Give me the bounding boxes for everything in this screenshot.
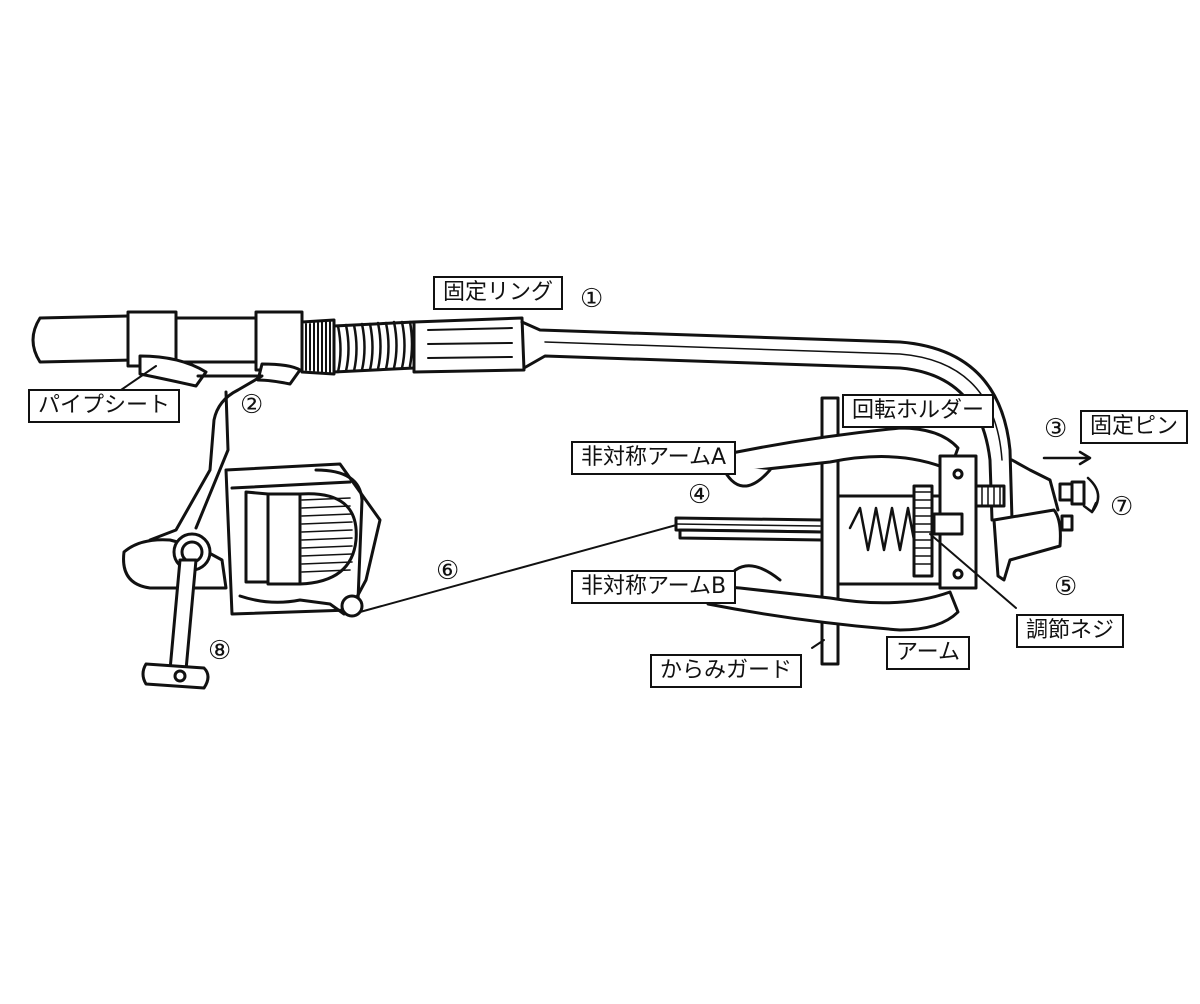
label-adjust-screw: 調節ネジ bbox=[1016, 614, 1125, 648]
marker-4: ④ bbox=[688, 480, 712, 510]
label-asym-arm-b: 非対称アームB bbox=[571, 570, 737, 604]
marker-3: ③ bbox=[1044, 414, 1068, 444]
spool-reel bbox=[224, 462, 382, 618]
fishing-line bbox=[359, 523, 681, 613]
label-asym-arm-a: 非対称アームA bbox=[571, 441, 737, 475]
leader-lines bbox=[117, 365, 1017, 649]
rod-handle bbox=[31, 310, 1014, 522]
label-tangle-guard: からみガード bbox=[650, 654, 803, 688]
marker-6: ⑥ bbox=[436, 556, 460, 586]
label-fixing-ring: 固定リング bbox=[433, 276, 564, 310]
label-pipe-seat: パイプシート bbox=[28, 389, 181, 423]
reel-handle bbox=[141, 558, 210, 690]
marker-2: ② bbox=[240, 390, 264, 420]
marker-7: ⑦ bbox=[1110, 492, 1134, 522]
label-rotating-holder: 回転ホルダー bbox=[842, 394, 995, 428]
holder-assembly bbox=[674, 396, 1100, 666]
marker-1: ① bbox=[580, 284, 604, 314]
marker-5: ⑤ bbox=[1054, 572, 1078, 602]
label-fixing-pin: 固定ピン bbox=[1080, 410, 1189, 444]
marker-8: ⑧ bbox=[208, 636, 232, 666]
label-arm: アーム bbox=[886, 636, 971, 670]
